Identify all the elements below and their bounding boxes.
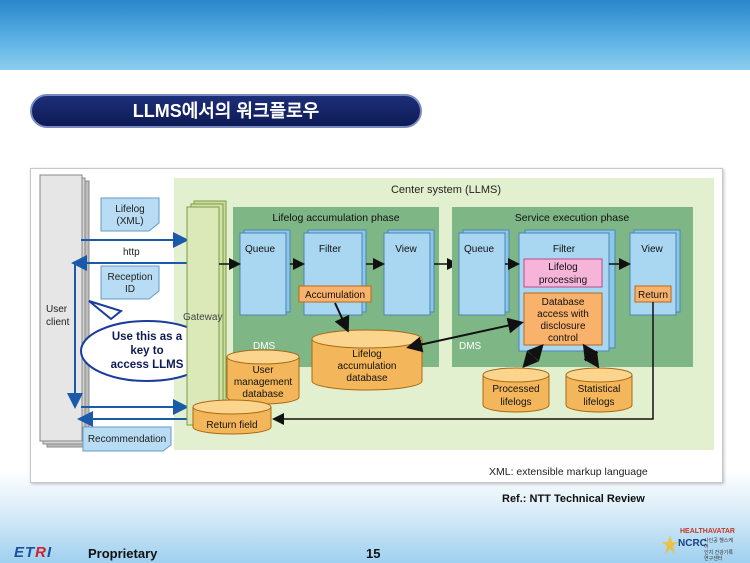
slide-header-band <box>0 0 750 70</box>
user-management-db <box>226 349 300 405</box>
acc-dms-label: DMS <box>253 341 276 352</box>
xml-note: XML: extensible markup language <box>489 466 648 478</box>
recommendation-document <box>82 426 172 452</box>
svc-dms-label: DMS <box>459 341 482 352</box>
etri-logo: ETRI <box>14 544 53 561</box>
acc-queue-box <box>239 232 287 316</box>
lifelog-accumulation-db <box>311 329 423 391</box>
page-number: 15 <box>366 546 381 561</box>
database-access-box <box>523 292 603 346</box>
svc-view-label: View <box>641 244 663 255</box>
slide-title: LLMS에서의 워크플로우 <box>30 94 422 128</box>
return-label: Return <box>638 290 668 301</box>
processed-lifelogs-db <box>482 367 550 413</box>
lifelog-processing-box <box>523 258 603 288</box>
gateway-label: Gateway <box>183 312 222 323</box>
center-system-title: Center system (LLMS) <box>391 184 501 196</box>
accumulation-label: Accumulation <box>305 290 365 301</box>
reference-text: Ref.: NTT Technical Review <box>502 493 645 505</box>
acc-queue-label: Queue <box>245 244 275 255</box>
service-phase-title: Service execution phase <box>515 212 630 224</box>
footer-proprietary: Proprietary <box>88 546 158 561</box>
statistical-lifelogs-db <box>565 367 633 413</box>
acc-view-box <box>383 232 431 316</box>
recommendation-label: Recommendation <box>88 434 166 445</box>
svc-queue-box <box>458 232 506 316</box>
lifelog-xml-document <box>100 197 160 232</box>
svc-filter-label: Filter <box>553 244 576 255</box>
acc-filter-label: Filter <box>319 244 342 255</box>
return-field-label: Return field <box>206 420 257 431</box>
gateway-box <box>186 206 220 426</box>
acc-view-label: View <box>395 244 417 255</box>
slide-footer-band <box>0 470 750 563</box>
lifelog-xml-label: Lifelog(XML) <box>115 204 144 227</box>
accumulation-phase-title: Lifelog accumulation phase <box>272 212 399 224</box>
svc-queue-label: Queue <box>464 244 494 255</box>
http-label: http <box>123 247 140 258</box>
accumulation-box <box>298 285 372 303</box>
return-field-db <box>192 399 272 435</box>
callout-tail <box>88 300 124 321</box>
reception-id-document <box>100 265 160 300</box>
